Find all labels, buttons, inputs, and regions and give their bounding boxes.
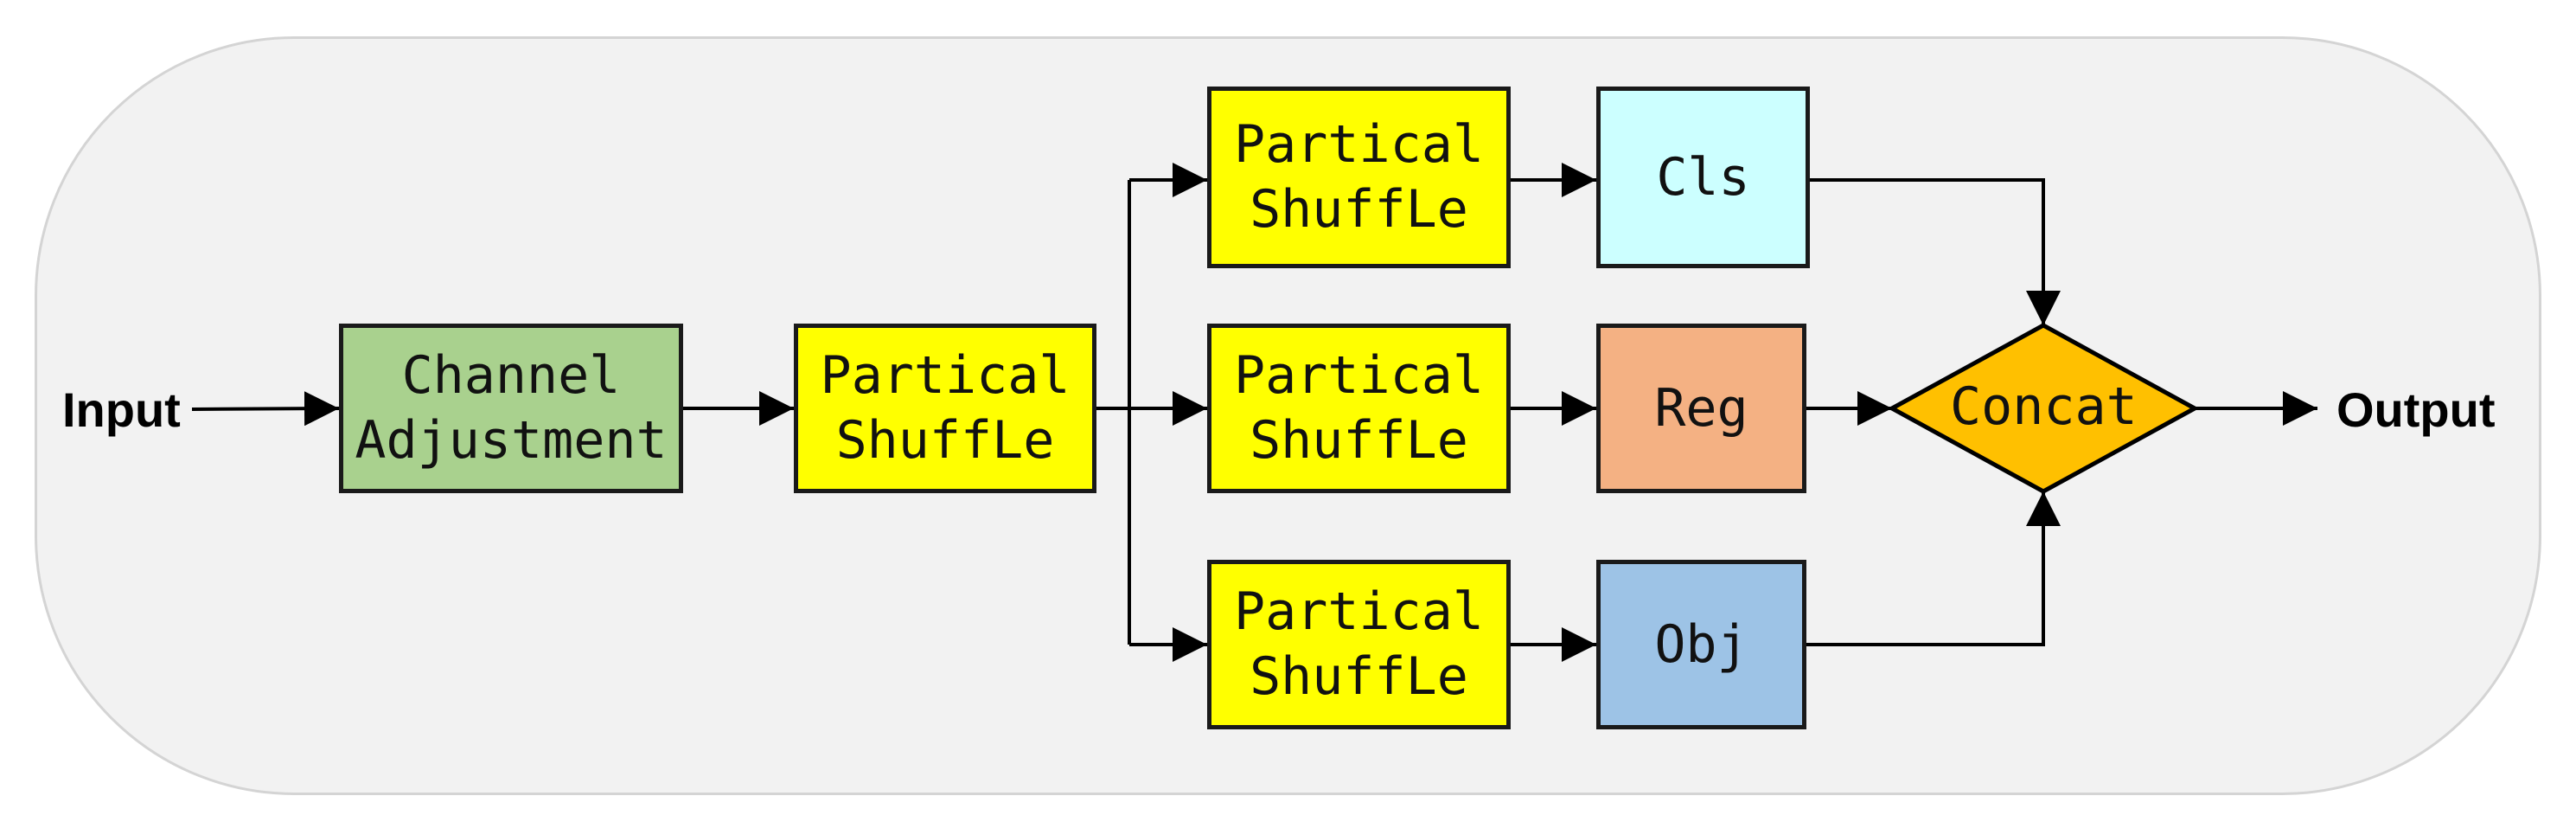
- partial-shuffle-mid-block: Partical ShuffLe: [1207, 324, 1511, 493]
- partial-shuffle-mid-line1: Partical: [1234, 345, 1484, 406]
- arrow-input-to-channel-adjustment: [191, 391, 340, 427]
- reg-head-block: Reg: [1596, 324, 1806, 493]
- partial-shuffle-bottom-line2: ShuffLe: [1250, 646, 1468, 707]
- partial-shuffle-main-line2: ShuffLe: [835, 410, 1055, 471]
- partial-shuffle-top-block: Partical ShuffLe: [1207, 87, 1511, 268]
- channel-adjustment-line2: Adjustment: [355, 410, 668, 471]
- input-label: Input: [62, 382, 181, 437]
- cls-head-label: Cls: [1656, 146, 1750, 208]
- arrow-obj-to-concat: [1806, 491, 2061, 646]
- output-label: Output: [2336, 382, 2496, 437]
- partial-shuffle-top-line2: ShuffLe: [1250, 179, 1468, 240]
- partial-shuffle-bottom-line1: Partical: [1234, 581, 1484, 642]
- channel-adjustment-line1: Channel: [401, 345, 621, 406]
- partial-shuffle-bottom-block: Partical ShuffLe: [1207, 560, 1511, 729]
- channel-adjustment-block: Channel Adjustment: [339, 324, 683, 493]
- cls-head-block: Cls: [1596, 87, 1810, 268]
- concat-label: Concat: [1950, 376, 2138, 437]
- obj-head-label: Obj: [1654, 613, 1748, 675]
- partial-shuffle-top-line1: Partical: [1234, 114, 1484, 175]
- reg-head-label: Reg: [1654, 377, 1748, 439]
- partial-shuffle-main-line1: Partical: [820, 345, 1071, 406]
- partial-shuffle-mid-line2: ShuffLe: [1250, 410, 1468, 471]
- partial-shuffle-main-block: Partical ShuffLe: [794, 324, 1096, 493]
- obj-head-block: Obj: [1596, 560, 1806, 729]
- concat-diamond: [1887, 323, 2200, 494]
- arrow-cls-to-concat: [1810, 178, 2061, 325]
